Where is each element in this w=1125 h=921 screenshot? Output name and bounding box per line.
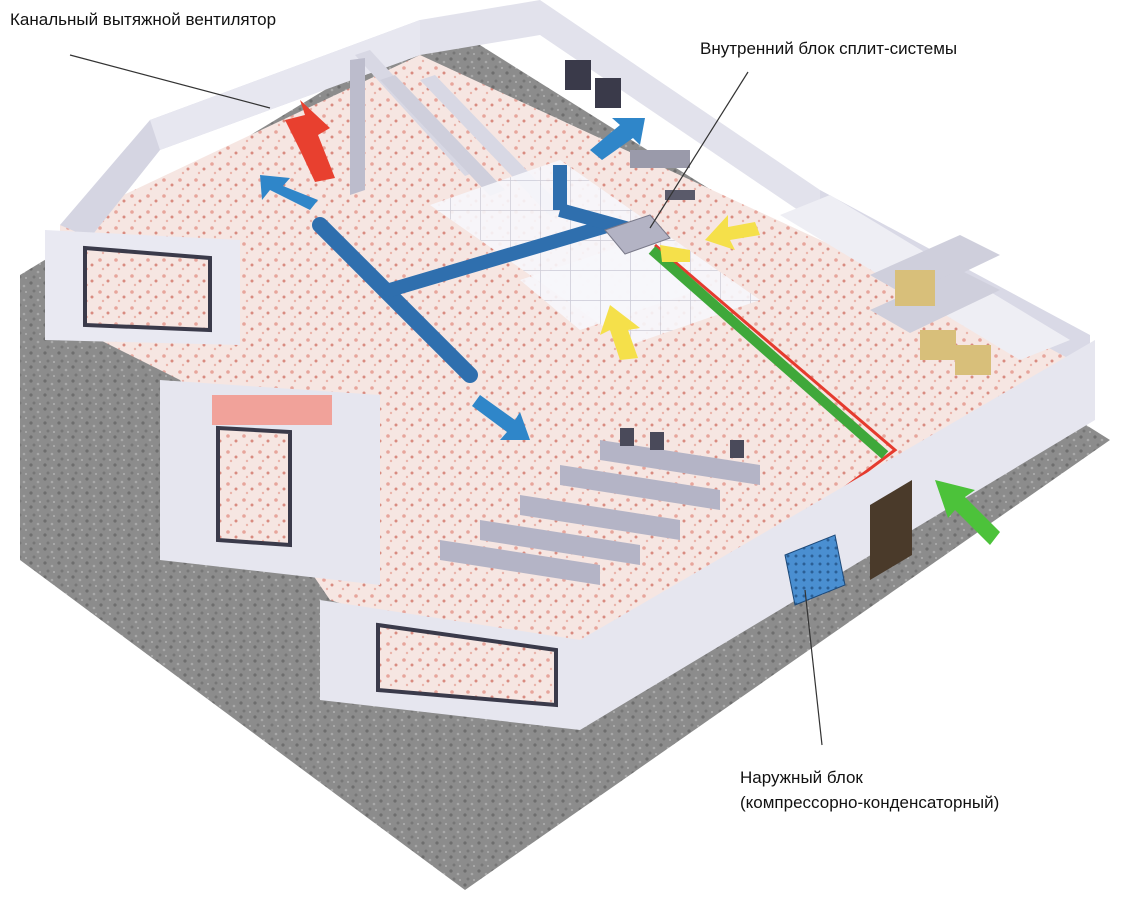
air-duct-network [312, 165, 642, 383]
exhaust-fan-label: Канальный вытяжной вентилятор [10, 10, 277, 29]
outdoor-condenser-unit [784, 534, 846, 606]
airflow-arrows [260, 100, 1000, 545]
ceiling-grid [430, 160, 760, 345]
split-indoor-unit-label: Внутренний блок сплит-системы [700, 39, 958, 58]
outdoor-unit-label-line1: Наружный блок [740, 768, 863, 787]
split-system-indoor-unit [604, 214, 671, 255]
outdoor-unit-label: Наружный блок (компрессорно-конденсаторн… [740, 766, 999, 815]
back-walls [60, 0, 1090, 375]
outdoor-unit-label-line2: (компрессорно-конденсаторный) [740, 792, 1000, 812]
leader-lines [69, 54, 823, 746]
hall-furniture [440, 428, 760, 585]
front-walls [45, 230, 1095, 730]
